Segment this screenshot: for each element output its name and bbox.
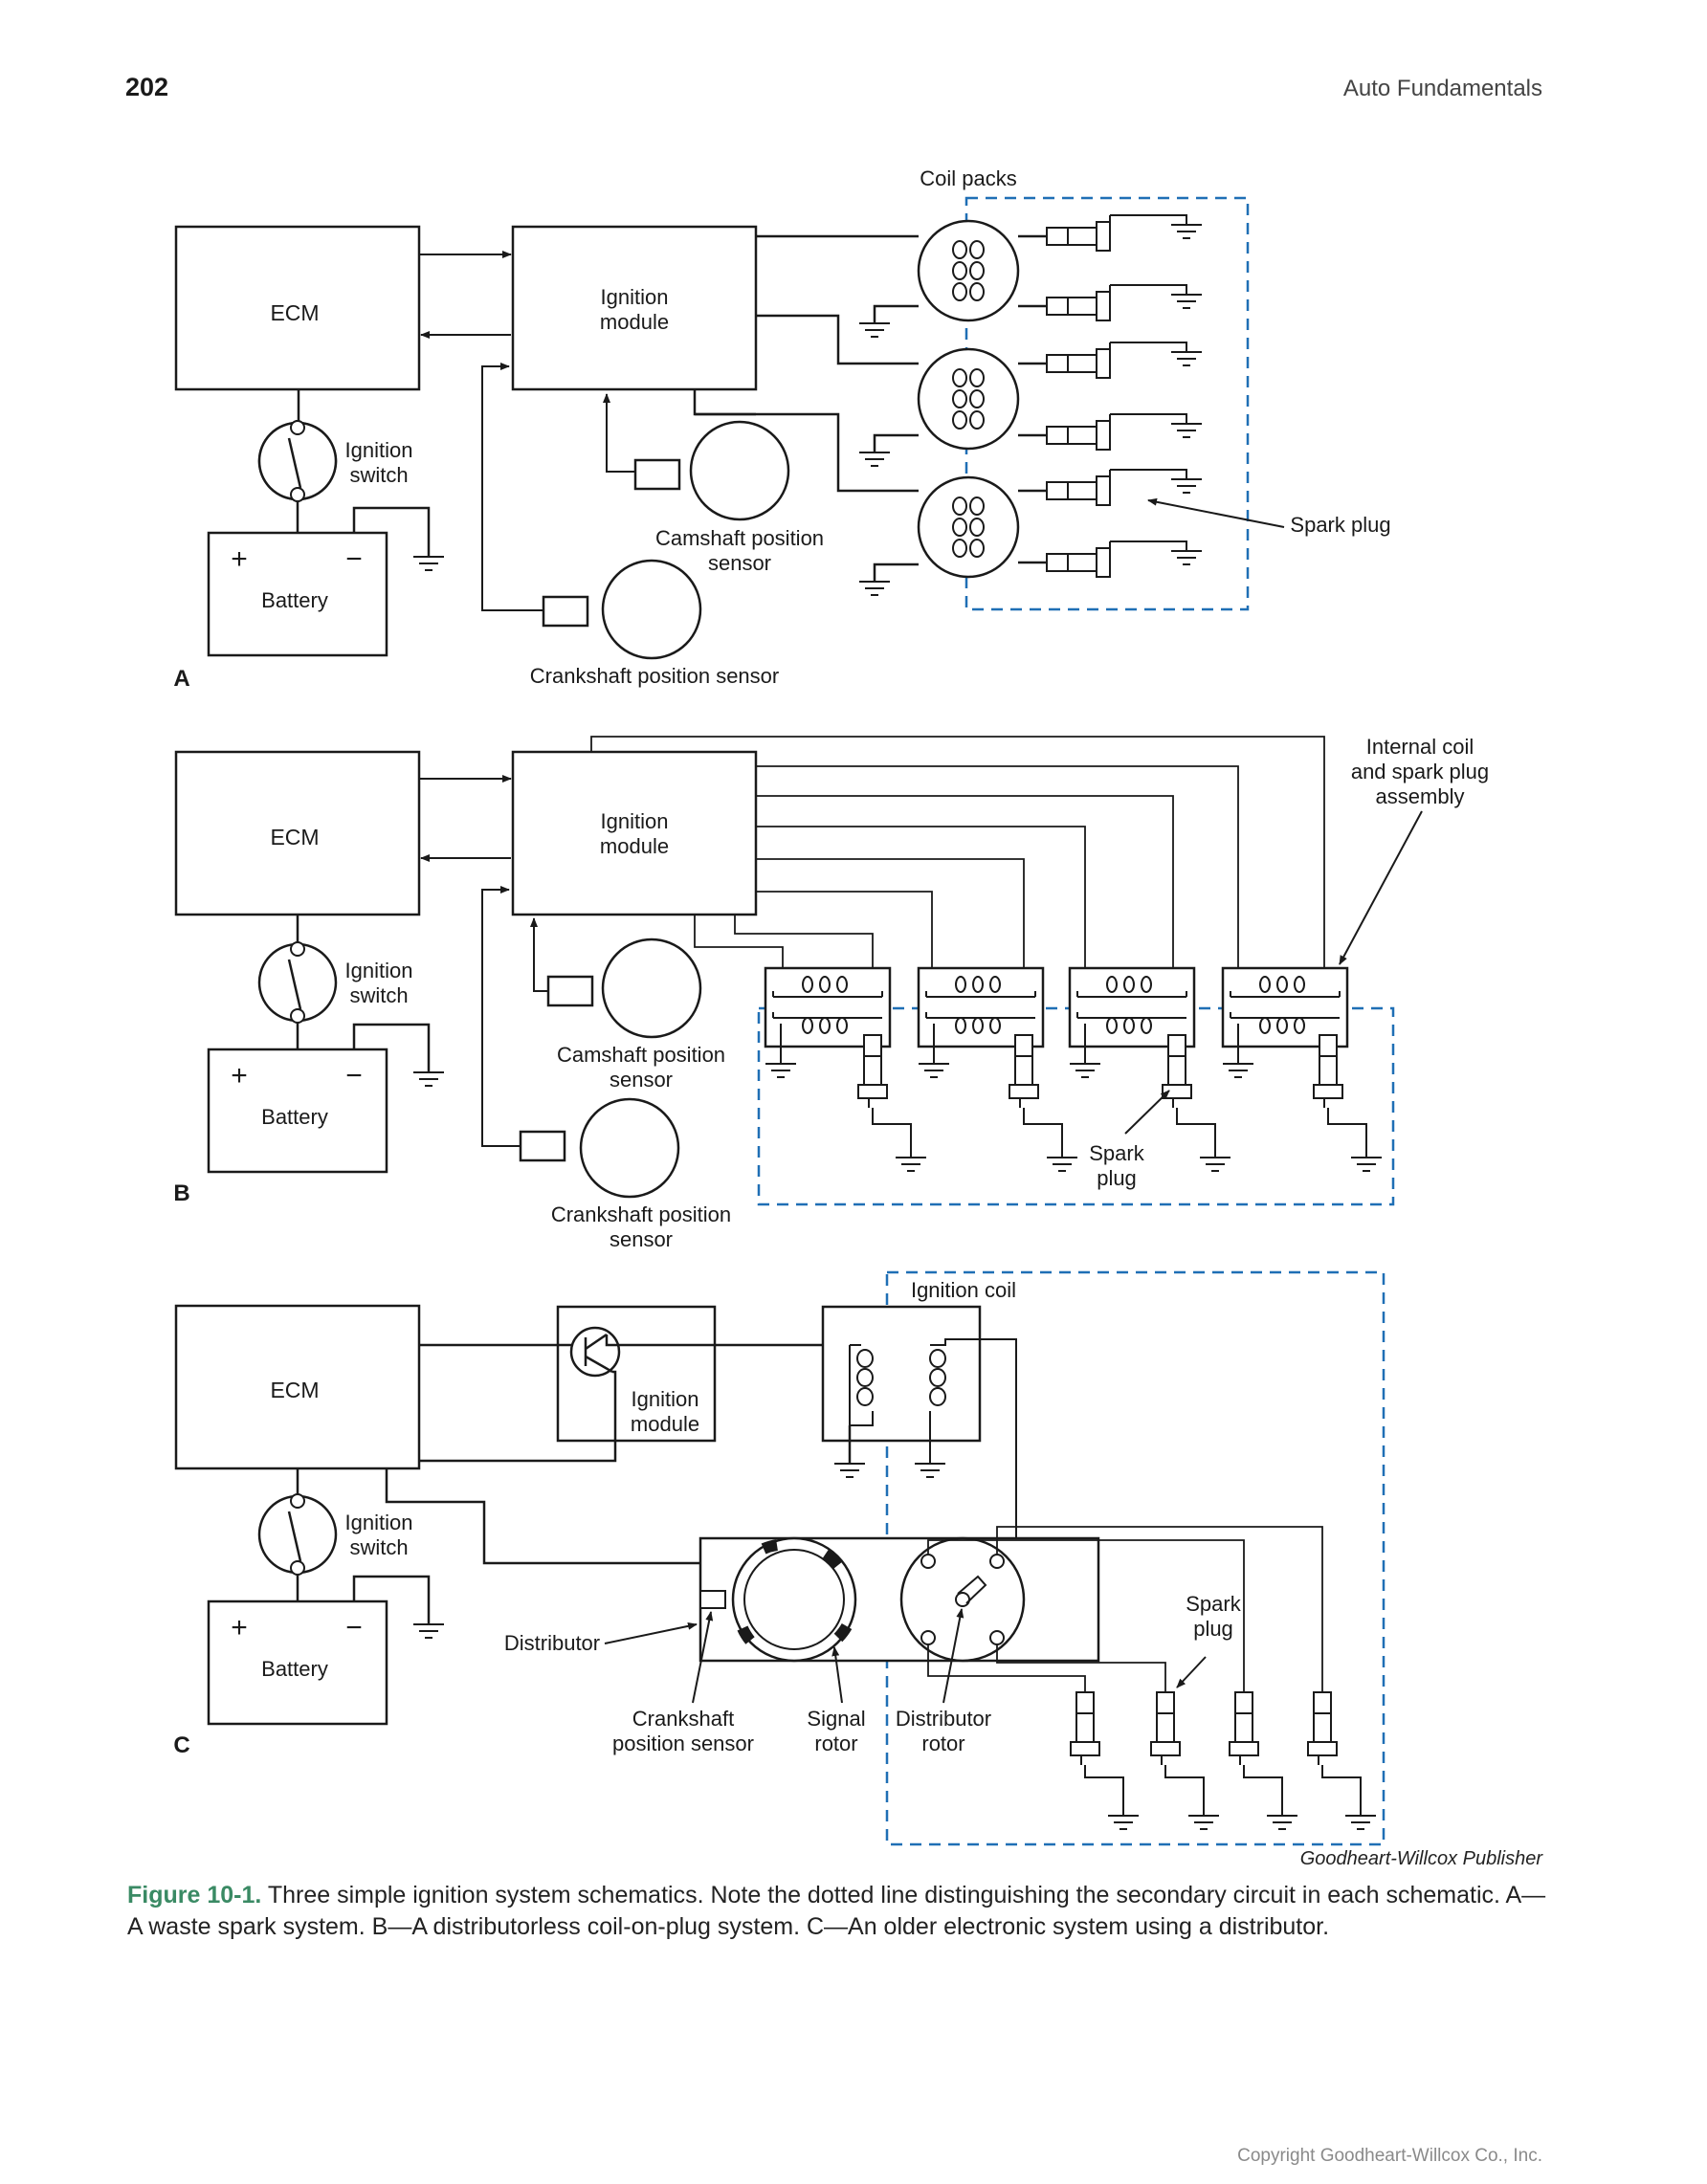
ignition-coil-box xyxy=(821,1305,982,1443)
distributor-label: Distributor xyxy=(504,1631,600,1655)
camshaft-sensor-b xyxy=(601,938,702,1039)
camshaft-sensor-pickup-b xyxy=(546,975,594,1007)
distributor-cap xyxy=(899,1536,1026,1663)
page-number: 202 xyxy=(125,73,169,101)
battery-label-c: Battery xyxy=(261,1657,328,1681)
ecm-label-a: ECM xyxy=(270,300,319,325)
ecm-label-c: ECM xyxy=(270,1378,319,1402)
battery-label-b: Battery xyxy=(261,1105,328,1129)
ignition-switch-a xyxy=(257,420,338,502)
figure-caption-text: Three simple ignition system schematics.… xyxy=(127,1882,1546,1940)
panel-letter-a: A xyxy=(173,666,189,692)
panel-letter-c: C xyxy=(173,1732,189,1758)
copyright-footer: Copyright Goodheart-Willcox Co., Inc. xyxy=(1237,2146,1542,2166)
ecm-box-c xyxy=(174,1304,421,1470)
battery-plus-c: + xyxy=(231,1612,248,1644)
camshaft-sensor-pickup-a xyxy=(633,458,681,491)
crankshaft-sensor-pickup-c xyxy=(699,1590,726,1609)
spark-plugs-c xyxy=(1070,1691,1338,1766)
coil-pack-2 xyxy=(917,347,1020,451)
battery-minus-c: − xyxy=(345,1612,363,1644)
ecm-label-b: ECM xyxy=(270,825,319,849)
battery-plus-b: + xyxy=(231,1060,248,1092)
running-head: Auto Fundamentals xyxy=(1342,76,1542,101)
ignition-module-box-b xyxy=(511,750,758,916)
figure-caption: Figure 10-1. Three simple ignition syste… xyxy=(127,1880,1553,1943)
coil-pack-3 xyxy=(917,475,1020,579)
ignition-coil-label: Ignition coil xyxy=(911,1278,1016,1302)
crankshaft-sensor-pickup-a xyxy=(542,595,589,628)
crankshaft-sensor-pickup-b xyxy=(519,1130,566,1162)
transistor-symbol xyxy=(569,1326,621,1378)
battery-label-a: Battery xyxy=(261,588,328,612)
signal-rotor xyxy=(731,1536,857,1663)
battery-plus-a: + xyxy=(231,543,248,575)
ignition-switch-c xyxy=(257,1493,338,1576)
battery-minus-a: − xyxy=(345,543,363,575)
crankshaft-sensor-b xyxy=(579,1097,680,1199)
crankshaft-sensor-label-a: Crankshaft position sensor xyxy=(530,664,779,688)
crankshaft-sensor-a xyxy=(601,559,702,660)
secondary-circuit-boundary-a xyxy=(964,196,1250,611)
spark-plugs-a xyxy=(1046,214,1111,578)
camshaft-sensor-a xyxy=(689,420,790,521)
spark-plug-label-a: Spark plug xyxy=(1290,513,1390,537)
ignition-module-box-a xyxy=(511,225,758,391)
battery-box-a xyxy=(207,531,388,657)
figure-caption-label: Figure 10-1. xyxy=(127,1882,262,1908)
battery-box-b xyxy=(207,1048,388,1174)
ignition-switch-b xyxy=(257,941,338,1024)
battery-box-c xyxy=(207,1599,388,1726)
panel-letter-b: B xyxy=(173,1180,189,1206)
battery-minus-b: − xyxy=(345,1060,363,1092)
ecm-box-b xyxy=(174,750,421,916)
coil-pack-1 xyxy=(917,219,1020,322)
coil-packs-label: Coil packs xyxy=(920,166,1016,190)
figure-credit: Goodheart-Willcox Publisher xyxy=(1299,1848,1542,1869)
